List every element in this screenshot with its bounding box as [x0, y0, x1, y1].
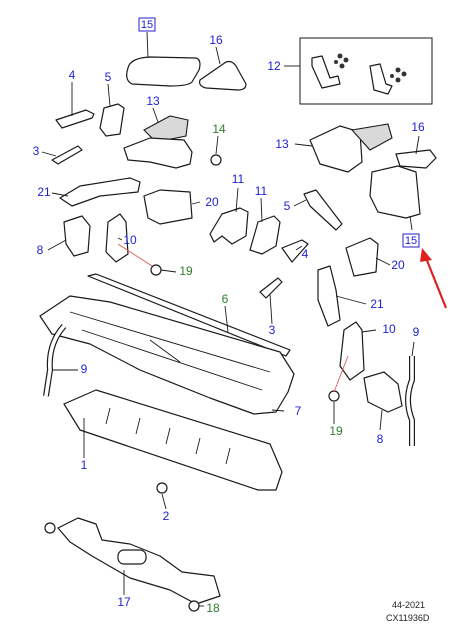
- part-16-wedge: [199, 60, 247, 91]
- callout-4: 4: [302, 247, 309, 261]
- callout-16: 16: [209, 33, 223, 47]
- callout-3: 3: [269, 323, 276, 337]
- part-3-clip-right: [259, 277, 283, 299]
- callout-5: 5: [284, 199, 291, 213]
- part-19-fastener-left: [150, 264, 162, 276]
- callout-labels: 1233445567889910101111121313141515161617…: [33, 17, 425, 615]
- part-13-bracket-right-pad: [350, 123, 393, 151]
- part-18-nut-b: [188, 600, 200, 612]
- part-10-plate-left: [105, 213, 129, 263]
- part-13-mount-left: [123, 137, 193, 169]
- part-20-duct-left: [143, 189, 193, 225]
- part-10-plate-right: [339, 321, 365, 381]
- part-18-nut-a: [44, 522, 56, 534]
- part-14-fastener: [210, 154, 222, 166]
- callout-19: 19: [329, 424, 343, 438]
- part-15-pad: [126, 56, 201, 87]
- part-5-pad-left: [99, 103, 125, 137]
- part-12-bracket-a: [311, 55, 341, 89]
- part-cowl-panel: [39, 295, 295, 415]
- callout-20: 20: [205, 195, 219, 209]
- callout-15: 15: [141, 19, 153, 31]
- part-2-clip: [156, 482, 168, 494]
- callout-10: 10: [123, 233, 137, 247]
- part-1-ribs: [105, 407, 231, 465]
- callout-11: 11: [232, 172, 245, 186]
- part-20-duct-right: [345, 237, 379, 277]
- callout-6: 6: [222, 292, 229, 306]
- part-15-pad-right: [369, 165, 421, 219]
- callout-15: 15: [405, 235, 417, 247]
- part-5-pad-right: [303, 189, 343, 231]
- callout-10: 10: [382, 322, 396, 336]
- callout-3: 3: [33, 144, 40, 158]
- part-cowl-panel-inner: [69, 311, 271, 391]
- part-4-bracket-left: [55, 109, 95, 129]
- callout-8: 8: [377, 432, 384, 446]
- callout-1: 1: [81, 458, 88, 472]
- part-12-bracket-b: [369, 63, 393, 95]
- part-13-bracket-right: [309, 125, 363, 173]
- callout-19: 19: [179, 264, 193, 278]
- part-6-cowl-strip: [87, 273, 291, 357]
- part-21-bracket-right: [317, 265, 341, 327]
- callout-11: 11: [255, 184, 268, 198]
- callout-14: 14: [212, 122, 226, 136]
- part-16-pad-right: [395, 149, 437, 169]
- part-11-bracket-b: [249, 215, 281, 255]
- part-17-slot: [117, 549, 147, 565]
- callout-5: 5: [105, 70, 112, 84]
- part-1-lower-trim: [63, 389, 283, 491]
- callout-7: 7: [295, 404, 302, 418]
- part-9-hose-right-inner: [406, 356, 414, 446]
- callout-18: 18: [206, 601, 220, 615]
- callout-9: 9: [81, 362, 88, 376]
- leader-lines: [41, 31, 420, 607]
- callout-box-15: [402, 233, 420, 248]
- callout-21: 21: [37, 185, 51, 199]
- part-12-clips: [334, 53, 407, 83]
- callout-21: 21: [370, 297, 384, 311]
- callout-2: 2: [163, 509, 170, 523]
- callout-13: 13: [275, 137, 289, 151]
- callout-13: 13: [146, 94, 160, 108]
- callout-16: 16: [411, 120, 425, 134]
- callout-box-15: [138, 17, 156, 32]
- part-19-fastener-right: [328, 390, 340, 402]
- red-arrow: [420, 248, 448, 309]
- footer-drawing-code: CX11936D: [386, 613, 430, 623]
- part-9-hose-left-inner: [44, 324, 66, 397]
- callout-9: 9: [413, 325, 420, 339]
- part-8-bracket-right: [363, 371, 403, 413]
- part-11-bracket-a: [209, 207, 249, 245]
- part-21-bracket-left: [59, 177, 141, 207]
- callout-12: 12: [267, 59, 281, 73]
- callout-17: 17: [117, 595, 131, 609]
- callout-4: 4: [69, 68, 76, 82]
- part-4-bracket-right: [281, 239, 309, 263]
- callout-20: 20: [391, 258, 405, 272]
- part-8-bracket-left: [63, 215, 91, 257]
- callout-8: 8: [37, 243, 44, 257]
- footer-ref-number: 44-2021: [392, 600, 425, 610]
- part-3-clip-left: [51, 145, 83, 165]
